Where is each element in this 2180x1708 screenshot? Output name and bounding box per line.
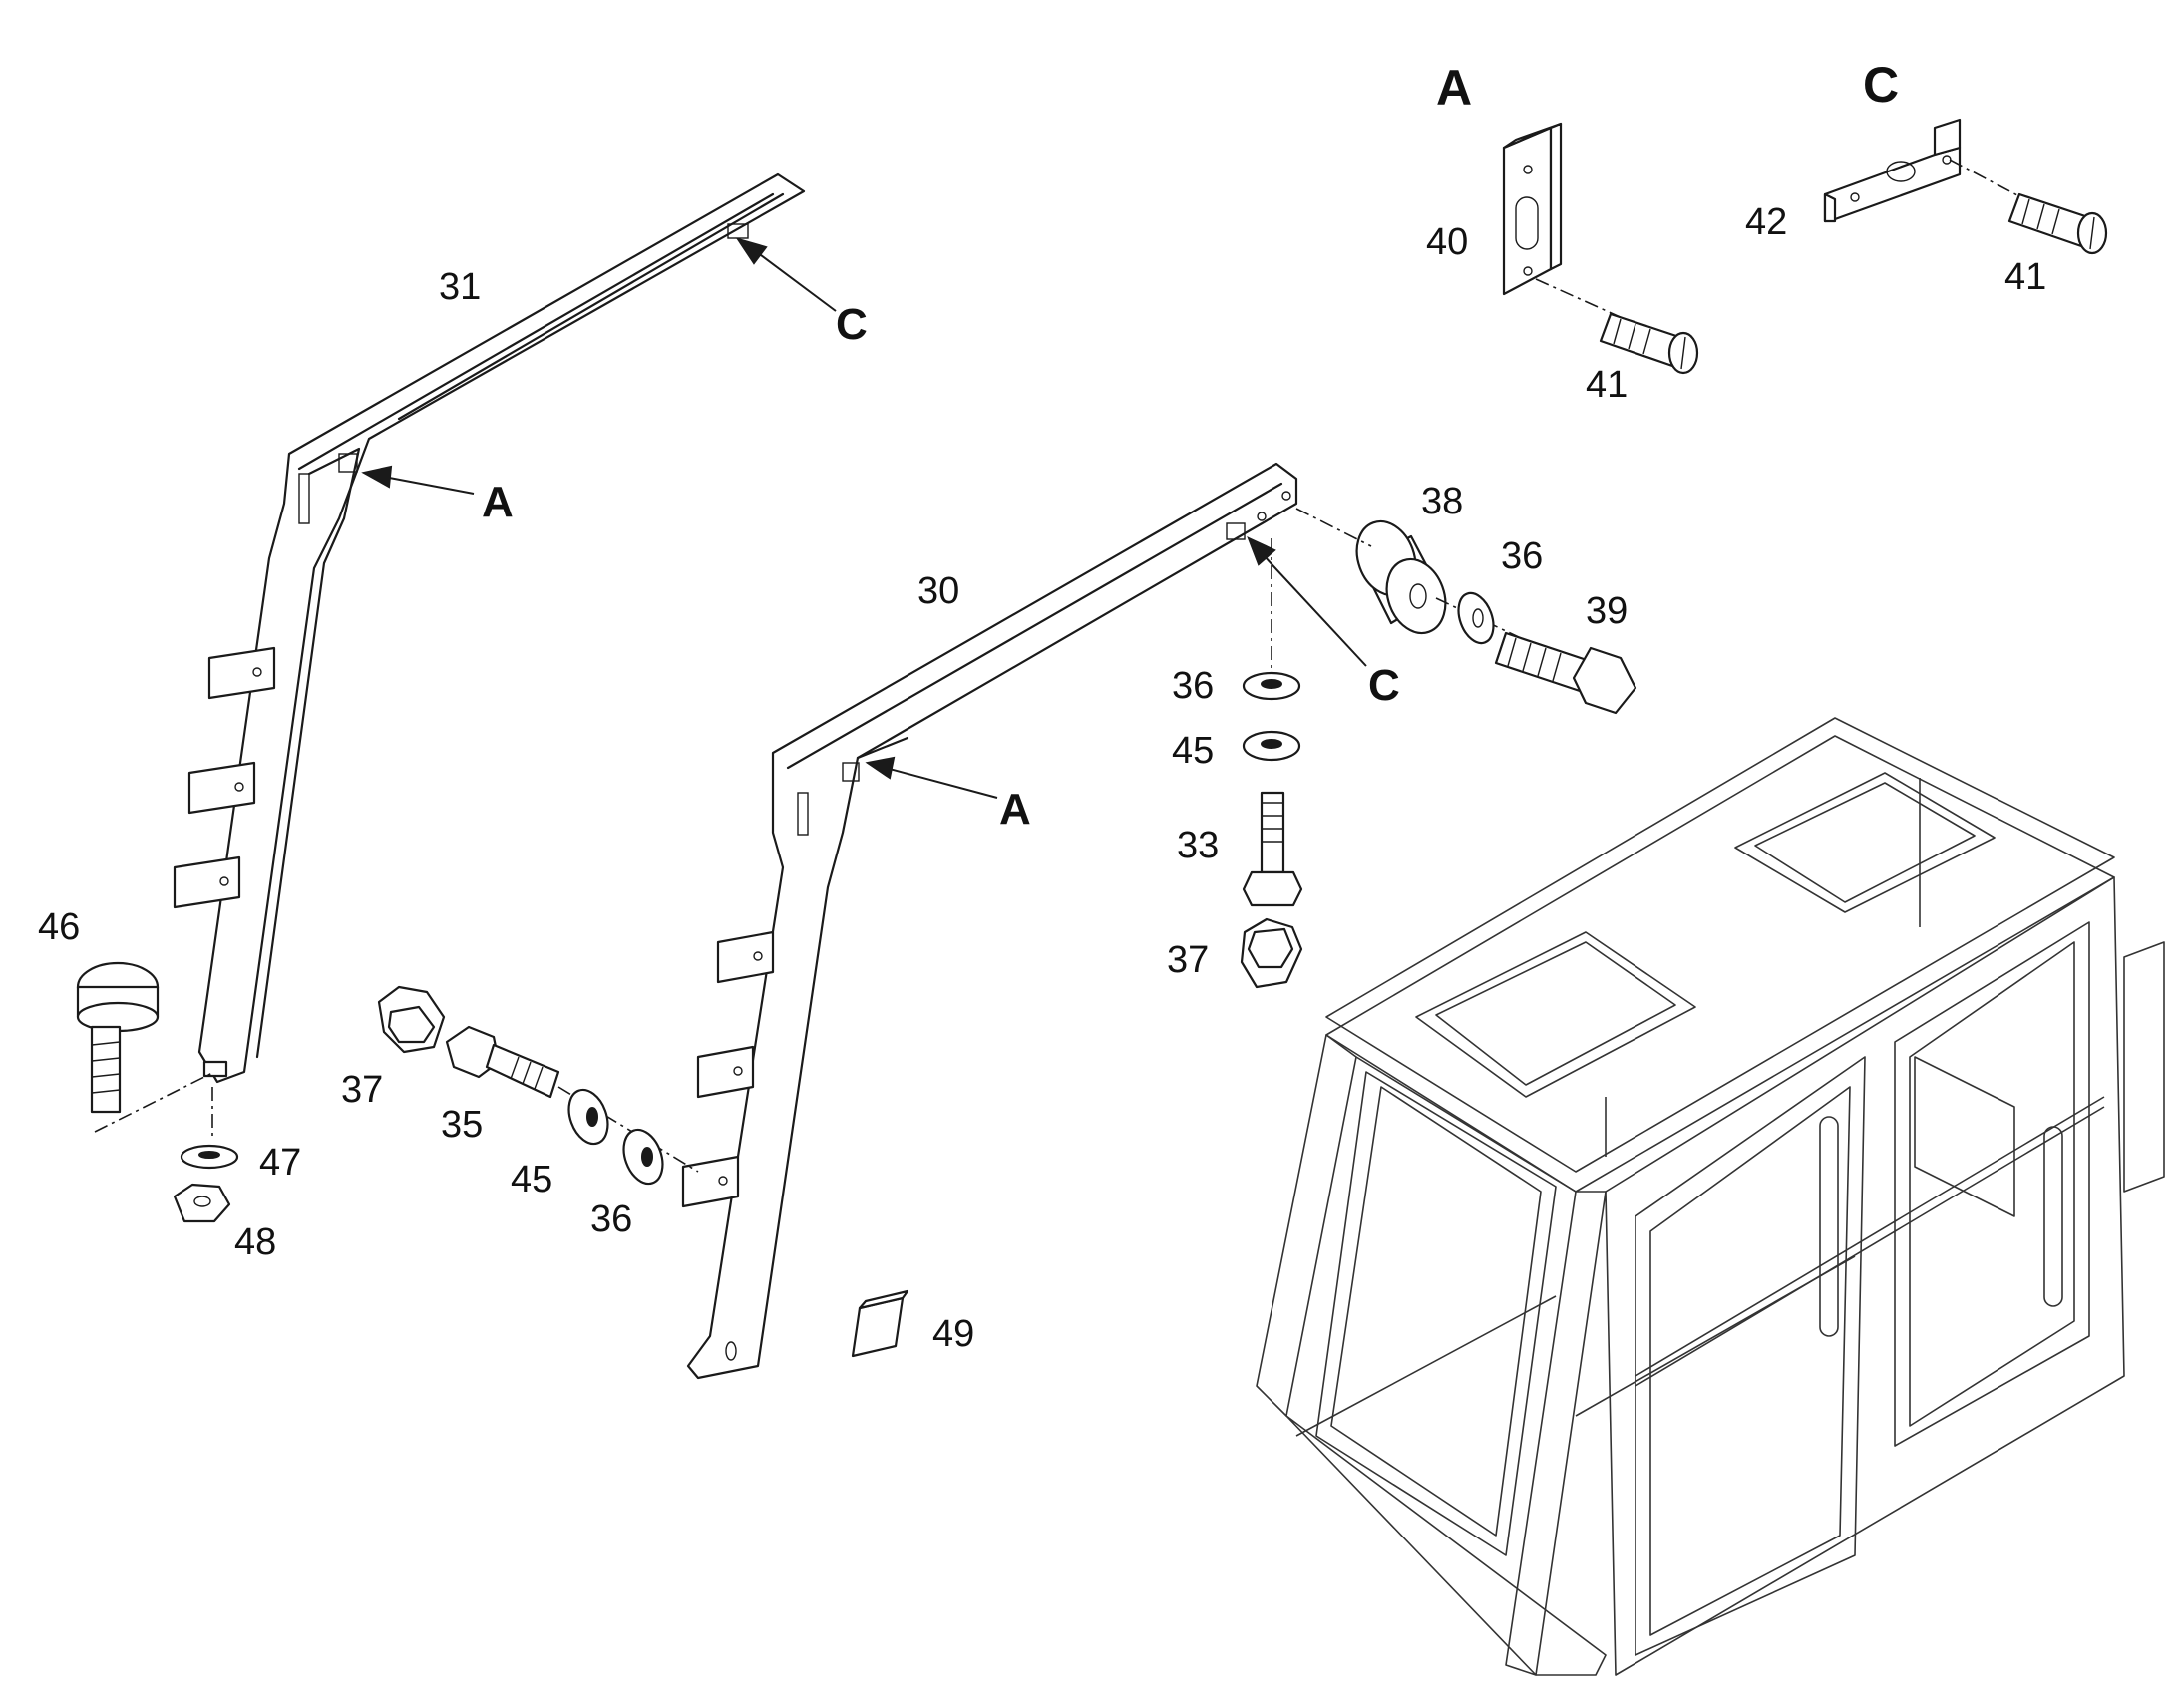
label-part-45-left: 45 [511,1159,552,1200]
ref-label-c-frame31: C [836,300,868,349]
washer-36-vertical [1242,671,1301,701]
screw-41-a [1599,312,1699,375]
label-part-49: 49 [932,1313,974,1355]
label-part-38: 38 [1421,481,1463,522]
washer-47 [180,1144,239,1170]
bolt-35 [445,1025,560,1099]
washer-45-left [567,1088,609,1146]
operator-cab [1256,717,2165,1676]
label-part-36-left: 36 [590,1198,632,1240]
label-part-48: 48 [234,1221,276,1263]
label-part-41-c: 41 [2004,256,2046,298]
label-part-31: 31 [439,266,481,308]
nut-48 [173,1183,231,1223]
detail-view-a [1502,122,1699,375]
frame-31 [173,172,806,1084]
washer-36-left [622,1128,664,1186]
detail-a-title: A [1436,60,1472,116]
screw-41-c [2007,192,2108,255]
detail-view-c [1823,118,2108,255]
ref-label-a-frame31: A [482,478,514,526]
bolt-39 [1494,631,1637,715]
label-part-46: 46 [38,906,80,948]
label-part-42: 42 [1745,201,1787,243]
label-part-37-left: 37 [341,1069,383,1111]
label-part-40: 40 [1426,221,1468,263]
washer-45-vertical [1242,730,1301,762]
pad-49 [851,1289,909,1358]
label-part-36-right: 36 [1501,535,1543,577]
label-part-33: 33 [1177,825,1219,866]
bolt-33 [1242,791,1303,907]
label-part-35: 35 [441,1104,483,1146]
ref-label-a-frame30: A [999,785,1031,834]
label-part-36-vertical: 36 [1172,665,1214,707]
thumb-screw-46 [76,961,160,1114]
ref-label-c-frame30: C [1368,661,1400,710]
label-part-47: 47 [259,1142,301,1184]
label-part-30: 30 [917,570,959,612]
label-part-41-a: 41 [1586,364,1628,406]
label-part-37-right: 37 [1167,939,1209,981]
label-part-45-vertical: 45 [1172,730,1214,772]
reference-arrows [361,237,1367,799]
rubber-buffer-38 [1355,519,1447,635]
label-part-39: 39 [1586,590,1628,632]
washer-36-right [1457,591,1495,645]
cap-nut-37-right [1240,917,1303,989]
detail-c-title: C [1863,57,1899,113]
cap-nut-37-left [377,985,446,1054]
frame-30 [681,462,1298,1380]
